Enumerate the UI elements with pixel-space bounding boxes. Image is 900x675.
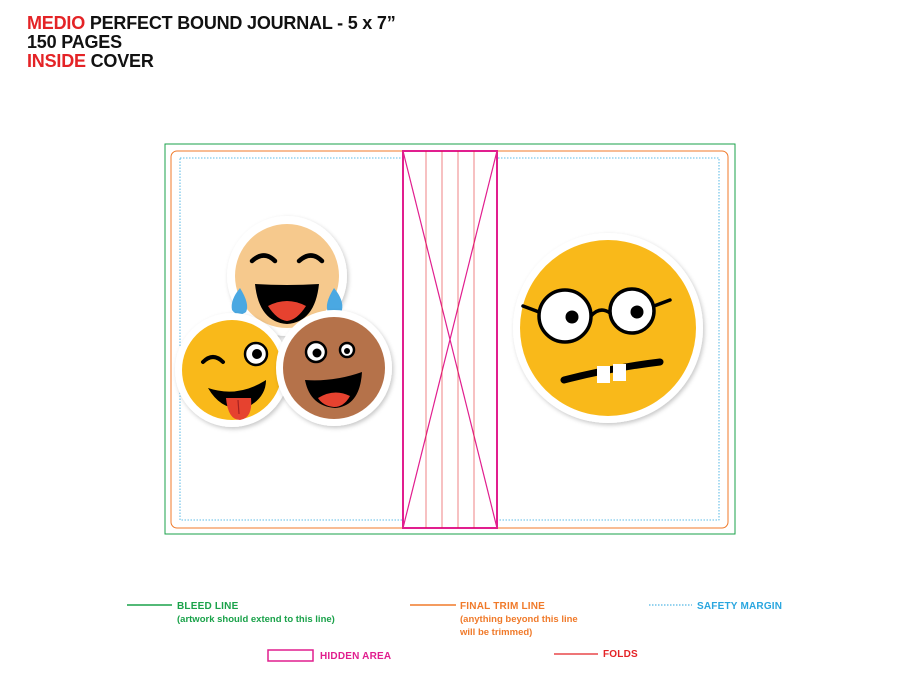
- trim-legend: FINAL TRIM LINE (anything beyond this li…: [460, 600, 578, 639]
- product-size-label: MEDIO: [27, 13, 86, 33]
- trim-legend-note-1: (anything beyond this line: [460, 614, 578, 625]
- hidden-legend: HIDDEN AREA: [320, 650, 391, 663]
- fold-lines: [425, 151, 475, 528]
- trim-legend-note-2: will be trimmed): [460, 627, 533, 638]
- safety-legend-title: SAFETY MARGIN: [697, 601, 783, 612]
- nerd-glasses-emoji: [513, 233, 703, 423]
- folds-legend-title: FOLDS: [603, 649, 638, 660]
- trim-legend-title: FINAL TRIM LINE: [460, 601, 546, 612]
- cover-side-label: INSIDE: [27, 51, 86, 71]
- title-block: MEDIO PERFECT BOUND JOURNAL - 5 x 7” 150…: [27, 14, 396, 71]
- bleed-legend: BLEED LINE (artwork should extend to thi…: [177, 600, 335, 626]
- folds-legend: FOLDS: [603, 648, 638, 661]
- bleed-legend-note: (artwork should extend to this line): [177, 614, 335, 625]
- title-line-1: MEDIO PERFECT BOUND JOURNAL - 5 x 7”: [27, 14, 396, 33]
- hidden-legend-swatch: [267, 649, 314, 662]
- winking-tongue-emoji: [175, 313, 289, 427]
- bleed-legend-title: BLEED LINE: [177, 601, 239, 612]
- brown-grinning-emoji: [276, 310, 392, 426]
- product-name: PERFECT BOUND JOURNAL - 5 x 7”: [85, 13, 396, 33]
- title-line-3: INSIDE COVER: [27, 52, 396, 71]
- laughing-tears-emoji: [227, 216, 347, 336]
- page-count: 150 PAGES: [27, 32, 122, 52]
- cover-label: COVER: [85, 51, 154, 71]
- hidden-area: [402, 150, 498, 529]
- safety-legend: SAFETY MARGIN: [697, 600, 782, 613]
- bleed-line: [164, 143, 736, 535]
- hidden-legend-title: HIDDEN AREA: [320, 651, 392, 662]
